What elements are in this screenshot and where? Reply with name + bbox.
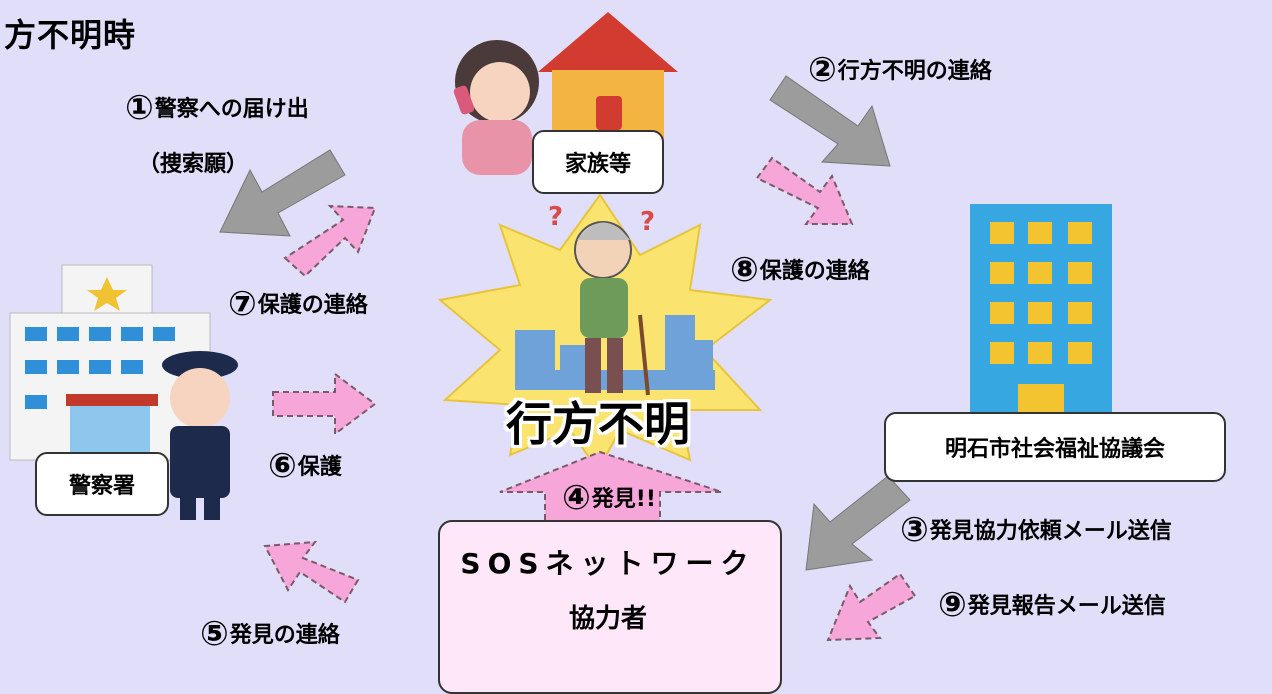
step-3-number: ③: [900, 510, 929, 550]
arrow-8-protection-to-council: [755, 156, 854, 225]
family-woman-icon: [453, 40, 539, 175]
step-2-text: 行方不明の連絡: [837, 59, 992, 84]
council-node: 明石市社会福祉協議会: [884, 412, 1226, 482]
police-label: 警察署: [68, 474, 135, 499]
step-9-number: ⑨: [938, 585, 967, 625]
family-label: 家族等: [564, 152, 631, 177]
step-8-number: ⑧: [730, 250, 759, 290]
arrow-9-report-mail: [826, 572, 917, 642]
police-officer-icon: [162, 351, 238, 520]
step-2-number: ②: [808, 50, 837, 90]
arrow-3-council-to-sos: [805, 475, 911, 571]
step-4-number: ④: [562, 478, 591, 518]
step-9-text: 発見報告メール送信: [967, 594, 1166, 619]
sos-network-box: [438, 520, 782, 694]
step-7-number: ⑦: [228, 284, 257, 324]
elderly-person-icon: ? ?: [548, 202, 655, 396]
step-1-text: 警察への届け出: [154, 97, 309, 122]
step-7-label: ⑦保護の連絡: [228, 284, 368, 324]
svg-text:?: ?: [548, 202, 563, 232]
step-8-text: 保護の連絡: [759, 259, 870, 284]
step-1-label: ①警察への届け出: [125, 88, 309, 128]
page-title: 方不明時: [4, 16, 137, 54]
step-2-label: ②行方不明の連絡: [808, 50, 992, 90]
gray-arrows: [219, 75, 911, 571]
arrow-6-protection: [272, 372, 377, 436]
step-4-label: ④発見!!: [562, 478, 656, 518]
arrow-2-family-to-council: [769, 75, 891, 167]
step-6-text: 保護: [297, 455, 342, 480]
pink-arrows: [263, 156, 917, 642]
step-6-label: ⑥保護: [268, 446, 342, 486]
step-6-number: ⑥: [268, 446, 297, 486]
step-5-text: 発見の連絡: [229, 623, 340, 648]
step-1-sublabel: （捜索願）: [138, 152, 249, 177]
arrow-7-protection-to-family: [283, 204, 377, 278]
sos-network-subtitle: 協力者: [568, 604, 647, 634]
council-building-icon: [970, 204, 1112, 414]
family-node: 家族等: [532, 130, 664, 194]
step-1-number: ①: [125, 88, 154, 128]
arrow-5-found-notice: [263, 540, 360, 604]
step-8-label: ⑧保護の連絡: [730, 250, 870, 290]
missing-label: 行方不明: [506, 397, 690, 451]
step-4-text: 発見!!: [591, 487, 656, 512]
step-3-text: 発見協力依頼メール送信: [929, 519, 1172, 544]
step-9-label: ⑨発見報告メール送信: [938, 585, 1166, 625]
sos-network-title: SOSネットワーク: [460, 547, 756, 580]
step-5-number: ⑤: [200, 614, 229, 654]
police-node: 警察署: [35, 452, 169, 516]
council-label: 明石市社会福祉協議会: [944, 437, 1165, 462]
svg-text:?: ?: [640, 207, 655, 237]
arrow-1-report-to-police: [219, 149, 346, 237]
step-5-label: ⑤発見の連絡: [200, 614, 340, 654]
step-7-text: 保護の連絡: [257, 293, 368, 318]
step-3-label: ③発見協力依頼メール送信: [900, 510, 1172, 550]
